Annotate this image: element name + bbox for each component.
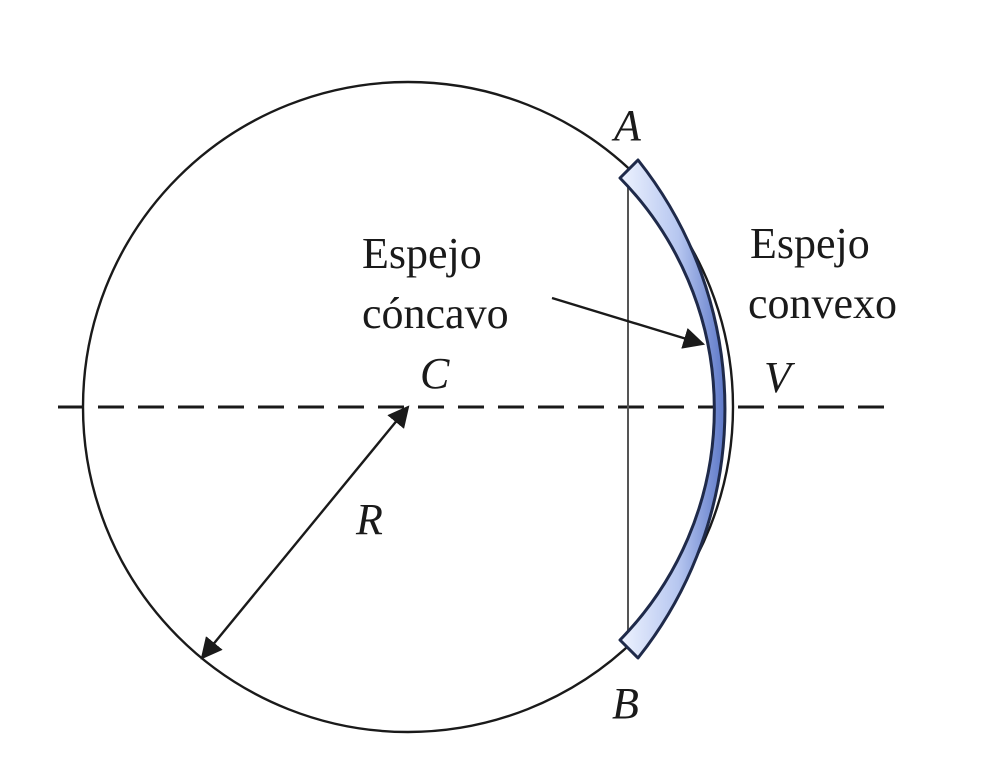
label-radius: R <box>355 495 383 544</box>
label-point-c: C <box>420 349 450 398</box>
concave-pointer-arrow <box>551 296 706 349</box>
label-point-v: V <box>764 353 796 402</box>
label-point-a: A <box>611 101 642 150</box>
label-concave-line2: cóncavo <box>362 289 509 338</box>
label-point-b: B <box>612 679 639 728</box>
mirror-band <box>618 158 727 660</box>
label-convex-line1: Espejo <box>750 219 870 268</box>
radius-arrow <box>200 405 410 660</box>
label-convex-line2: convexo <box>748 279 897 328</box>
label-concave-line1: Espejo <box>362 229 482 278</box>
